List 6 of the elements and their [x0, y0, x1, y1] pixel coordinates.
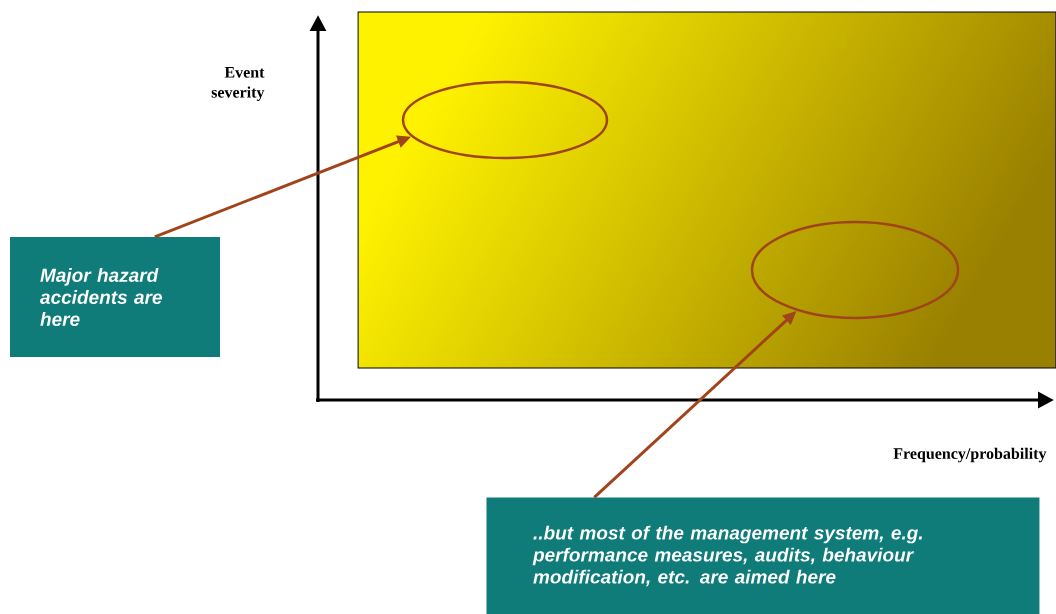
- axis-label: Frequency/probability: [893, 447, 1047, 463]
- ellipse-outline: [401, 80, 609, 160]
- callout-box: Major hazard accidents are here: [10, 237, 220, 357]
- axis-label: Event severity: [211, 67, 265, 101]
- ellipse-outline: [750, 220, 960, 320]
- callout-box: ..but most of the management system, e.g. performance measures, audits, behaviour modification, etc. are aimed here: [486, 497, 1040, 614]
